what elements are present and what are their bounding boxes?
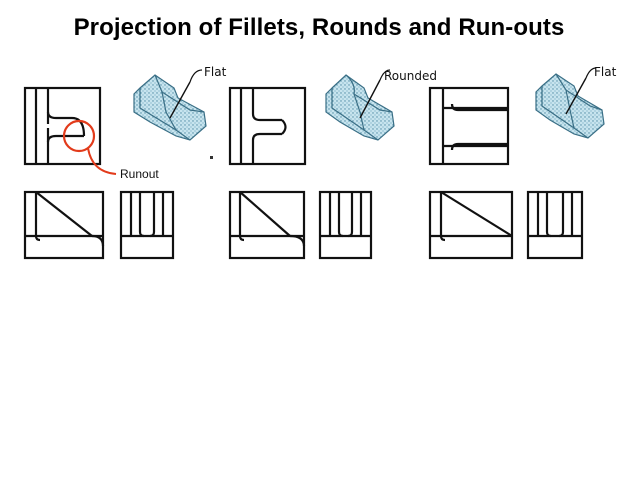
top-view-3 <box>428 86 510 166</box>
example-3: Flat <box>428 65 617 260</box>
surface-label-1: Flat <box>204 65 227 79</box>
isometric-view-3 <box>535 67 605 139</box>
side-view-2 <box>318 190 373 260</box>
surface-label-2: Rounded <box>384 69 437 83</box>
example-2: Rounded <box>228 69 437 260</box>
side-view-3 <box>526 190 584 260</box>
stray-dot <box>210 156 213 159</box>
side-view-1 <box>119 190 175 260</box>
front-view-3 <box>428 190 514 260</box>
surface-label-3: Flat <box>594 65 617 79</box>
example-1: Runout Flat <box>23 65 227 260</box>
top-view-1 <box>23 86 102 166</box>
slide-title: Projection of Fillets, Rounds and Run-ou… <box>73 14 565 41</box>
front-view-2 <box>228 190 306 260</box>
isometric-view-1 <box>133 69 207 141</box>
runout-label: Runout <box>120 167 159 181</box>
isometric-view-2 <box>325 69 395 141</box>
top-view-2 <box>228 86 307 166</box>
runout-callout: Runout <box>62 119 159 181</box>
front-view-1 <box>23 190 105 260</box>
